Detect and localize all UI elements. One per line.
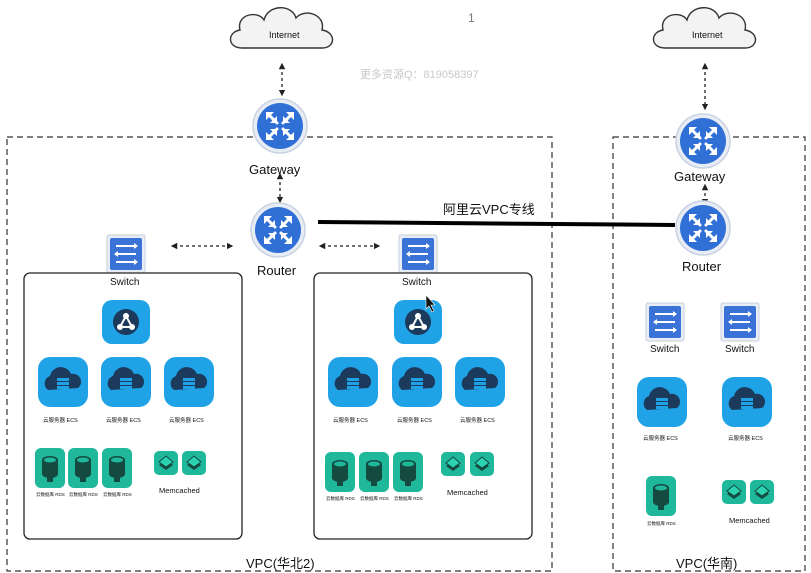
ecs-left-1-label: 云服务器 ECS xyxy=(43,416,78,424)
rds-left-3-icon xyxy=(102,448,132,488)
subnet-left-box xyxy=(23,272,243,540)
vpc-private-line-label: 阿里云VPC专线 xyxy=(443,202,535,217)
switch-left-icon xyxy=(106,234,146,274)
rds-middle-1-label: 云数据库 RDS xyxy=(326,495,355,502)
vpc-south-label: VPC(华南) xyxy=(676,556,737,571)
vpc-private-line xyxy=(317,220,676,227)
slb-left-icon xyxy=(101,299,151,345)
ecs-left-2-label: 云服务器 ECS xyxy=(106,416,141,424)
ecs-middle-1-label: 云服务器 ECS xyxy=(333,416,368,424)
rds-middle-2-label: 云数据库 RDS xyxy=(360,495,389,502)
ecs-left-2-icon xyxy=(101,357,151,407)
gateway-right-label: Gateway xyxy=(674,169,726,184)
gateway-left-icon xyxy=(251,97,309,155)
rds-middle-3-icon xyxy=(393,452,423,492)
slb-middle-icon xyxy=(393,299,443,345)
ecs-right-1-label: 云服务器 ECS xyxy=(643,434,678,442)
memcached-left-2-icon xyxy=(181,450,207,476)
ecs-middle-1-icon xyxy=(328,357,378,407)
memcached-right-1-icon xyxy=(721,479,747,505)
watermark: 更多资源Q：819058397 xyxy=(360,67,479,81)
rds-middle-1-icon xyxy=(325,452,355,492)
gateway-left-label: Gateway xyxy=(249,162,301,177)
ecs-left-3-icon xyxy=(164,357,214,407)
rds-right-label: 云数据库 RDS xyxy=(647,520,676,527)
memcached-left-1-icon xyxy=(153,450,179,476)
router-left-icon xyxy=(249,201,307,259)
memcached-middle-2-icon xyxy=(469,451,495,477)
mouse-cursor-icon xyxy=(425,294,436,313)
switch-right-1-icon xyxy=(645,302,685,342)
router-right-label: Router xyxy=(682,259,722,274)
subnet-middle-box xyxy=(313,272,533,540)
ecs-left-3-label: 云服务器 ECS xyxy=(169,416,204,424)
rds-right-icon xyxy=(646,476,676,516)
switch-right-1-label: Switch xyxy=(650,344,679,355)
rds-left-2-icon xyxy=(68,448,98,488)
memcached-middle-label: Memcached xyxy=(447,488,488,497)
memcached-middle-1-icon xyxy=(440,451,466,477)
ecs-middle-3-label: 云服务器 ECS xyxy=(460,416,495,424)
memcached-right-label: Memcached xyxy=(729,516,770,525)
switch-middle-label: Switch xyxy=(402,277,431,288)
internet-left-cloud: Internet xyxy=(229,7,334,49)
vpc-north-label: VPC(华北2) xyxy=(246,556,315,571)
switch-right-2-label: Switch xyxy=(725,344,754,355)
rds-middle-3-label: 云数据库 RDS xyxy=(394,495,423,502)
router-right-icon xyxy=(674,199,732,257)
switch-middle-icon xyxy=(398,234,438,274)
ecs-middle-2-label: 云服务器 ECS xyxy=(397,416,432,424)
ecs-right-2-icon xyxy=(722,377,772,427)
rds-left-3-label: 云数据库 RDS xyxy=(103,491,132,498)
ecs-middle-3-icon xyxy=(455,357,505,407)
rds-left-2-label: 云数据库 RDS xyxy=(69,491,98,498)
ecs-right-1-icon xyxy=(637,377,687,427)
switch-right-2-icon xyxy=(720,302,760,342)
rds-middle-2-icon xyxy=(359,452,389,492)
internet-left-label: Internet xyxy=(269,30,300,40)
internet-right-label: Internet xyxy=(692,30,723,40)
switch-left-label: Switch xyxy=(110,277,139,288)
ecs-left-1-icon xyxy=(38,357,88,407)
ecs-right-2-label: 云服务器 ECS xyxy=(728,434,763,442)
memcached-left-label: Memcached xyxy=(159,486,200,495)
rds-left-1-icon xyxy=(35,448,65,488)
rds-left-1-label: 云数据库 RDS xyxy=(36,491,65,498)
internet-right-cloud: Internet xyxy=(652,7,757,49)
router-left-label: Router xyxy=(257,263,297,278)
gateway-right-icon xyxy=(674,112,732,170)
page-number: 1 xyxy=(468,11,475,25)
ecs-middle-2-icon xyxy=(392,357,442,407)
memcached-right-2-icon xyxy=(749,479,775,505)
